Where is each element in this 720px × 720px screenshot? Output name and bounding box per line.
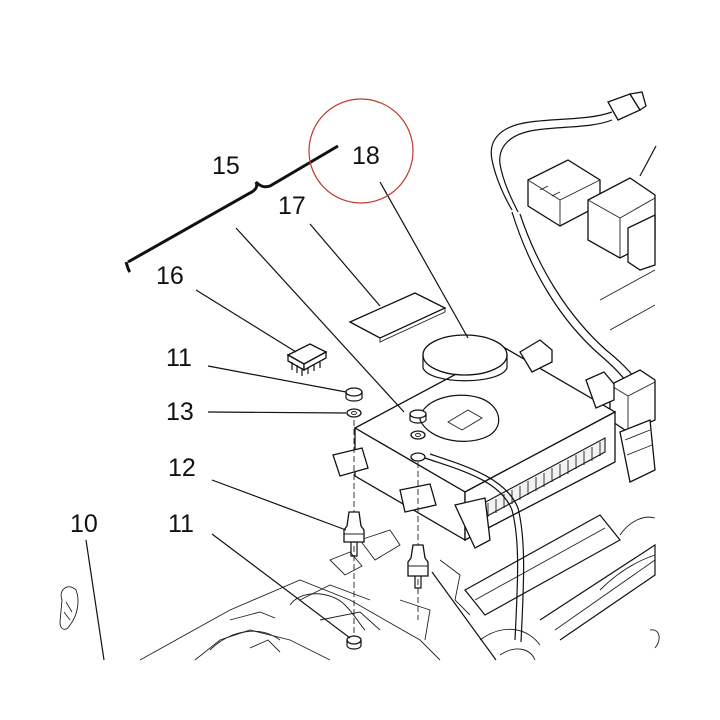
wiring-harness-drawing [490,91,657,483]
part-18-disc [422,334,508,382]
callout-11-top: 11 [166,344,192,372]
vehicle-floor-drawing [59,529,660,661]
callout-13: 13 [166,398,194,426]
callout-17: 17 [278,192,306,220]
callout-11-bottom: 11 [168,510,194,538]
callout-15: 15 [212,152,240,180]
fastener-stack-left [343,387,365,650]
part-17-pad [348,292,447,343]
bracket-15-brace [124,144,339,274]
callout-18: 18 [352,142,380,170]
highlight-circle [308,98,414,204]
control-unit-box [332,339,617,643]
callout-12: 12 [168,454,196,482]
leader-lines [85,181,497,661]
callout-10: 10 [70,510,98,538]
fastener-stack-right [407,409,429,620]
callout-16: 16 [156,262,184,290]
part-16-chip [286,343,328,376]
ribbed-duct-drawing [464,514,656,641]
